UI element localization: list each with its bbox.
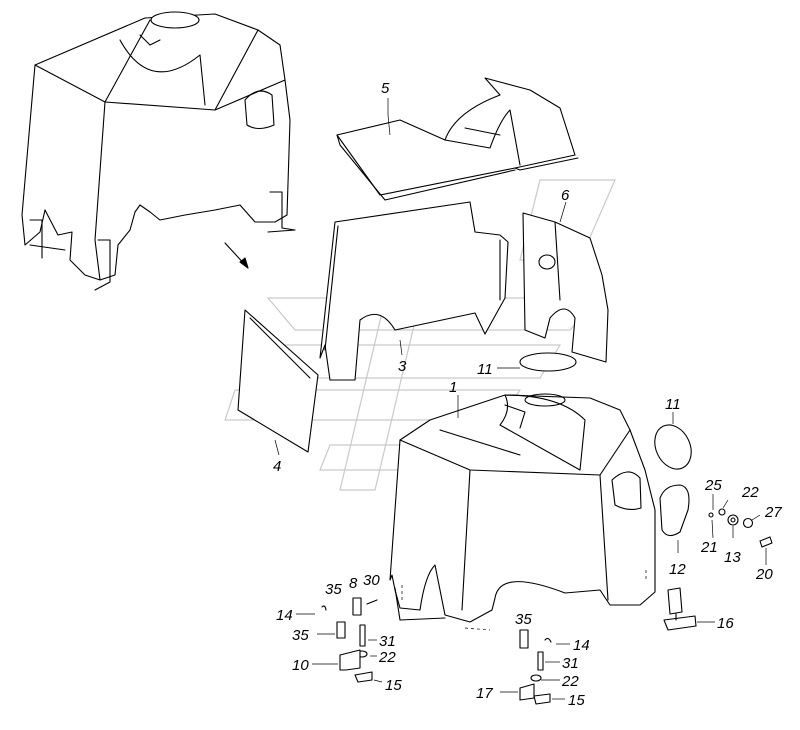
callout-12: 12: [669, 561, 686, 578]
callout-10: 10: [292, 657, 309, 674]
part-12-cover-plate[interactable]: [659, 484, 690, 537]
part-11-gasket-upper[interactable]: [519, 352, 577, 372]
callout-14-center: 14: [573, 637, 590, 654]
callout-35-center: 35: [515, 611, 532, 628]
callout-3: 3: [398, 358, 407, 375]
callout-22-right: 22: [741, 484, 759, 501]
callout-15-left: 15: [385, 677, 402, 694]
callout-27: 27: [764, 504, 782, 521]
callout-6: 6: [561, 187, 570, 204]
callout-1: 1: [449, 379, 457, 396]
callout-22-center: 22: [561, 673, 579, 690]
part-16-latch[interactable]: [663, 587, 697, 631]
part-1-main-housing[interactable]: [389, 393, 656, 623]
callout-4: 4: [273, 458, 281, 475]
part-3-side-panel[interactable]: [319, 201, 509, 381]
callout-31-center: 31: [562, 655, 579, 672]
callout-11-upper: 11: [477, 361, 493, 378]
part-11-gasket-right[interactable]: [648, 419, 698, 475]
callout-25: 25: [704, 477, 722, 494]
fastener-stack-center[interactable]: [519, 629, 552, 705]
callout-35-top: 35: [325, 581, 342, 598]
callout-30: 30: [363, 572, 380, 589]
housing-assembly[interactable]: [21, 11, 296, 291]
callout-21: 21: [700, 539, 718, 556]
callout-13: 13: [724, 549, 741, 566]
assembly-leader-lines: [401, 570, 647, 631]
callout-35-left: 35: [292, 627, 309, 644]
callout-8: 8: [349, 575, 358, 592]
callout-15-center: 15: [568, 692, 585, 709]
callout-20: 20: [755, 566, 773, 583]
callout-14-left: 14: [276, 607, 293, 624]
callout-31-left: 31: [379, 633, 396, 650]
callout-16: 16: [717, 615, 734, 632]
part-5-top-cover[interactable]: [336, 77, 579, 201]
part-6-curved-panel[interactable]: [522, 212, 609, 363]
part-4-flat-plate[interactable]: [237, 309, 319, 453]
callout-17: 17: [476, 685, 493, 702]
callout-11-right: 11: [665, 396, 681, 413]
fastener-stack-left[interactable]: [321, 597, 378, 683]
direction-arrow: [224, 242, 249, 269]
fastener-set-right[interactable]: [708, 508, 773, 548]
callout-5: 5: [381, 80, 390, 97]
callout-leaders: [274, 98, 767, 700]
callout-labels: 5 6 3 11 1 4 11 25 22 27 21 13 12 20 16 …: [273, 80, 782, 709]
callout-22-left: 22: [378, 649, 396, 666]
